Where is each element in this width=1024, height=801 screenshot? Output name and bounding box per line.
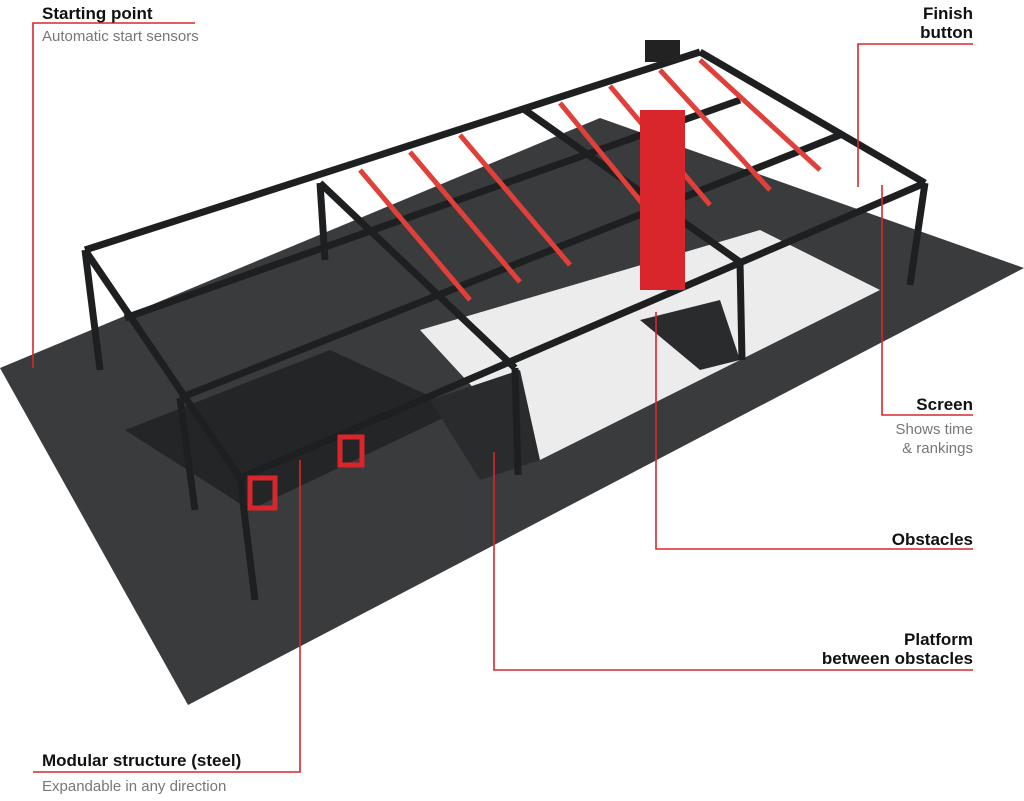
leader-obstacles — [655, 312, 973, 550]
platform-block — [640, 300, 740, 370]
finish-title-line2: button — [920, 23, 973, 42]
mat-white — [420, 230, 880, 460]
screen-subtitle-line1: Shows time — [895, 421, 973, 438]
platform-block — [125, 350, 460, 510]
platform-title: Platform between obstacles — [822, 630, 973, 668]
steel-frame — [81, 48, 929, 601]
leader-modular-structure — [33, 460, 301, 773]
leader-screen — [881, 185, 973, 416]
finish-title-line1: Finish — [922, 4, 973, 23]
screen-subtitle: Shows time & rankings — [895, 420, 973, 458]
starting-point-title: Starting point — [42, 4, 153, 23]
leader-starting-point — [32, 22, 195, 368]
leader-platform — [493, 452, 973, 671]
finish-button-title: Finish button — [920, 4, 973, 42]
starting-point-subtitle: Automatic start sensors — [42, 28, 199, 45]
modular-structure-subtitle: Expandable in any direction — [42, 778, 227, 795]
climbing-wall — [640, 110, 685, 290]
modular-structure-title: Modular structure (steel) — [42, 751, 242, 770]
screen-title: Screen — [916, 395, 973, 414]
leader-finish-button — [857, 43, 973, 187]
screen-subtitle-line2: & rankings — [902, 440, 973, 457]
obstacles-title: Obstacles — [891, 530, 973, 549]
start-sensor-pads — [247, 434, 365, 511]
screen — [645, 40, 680, 62]
platform-title-line1: Platform — [904, 630, 973, 649]
platform-title-line2: between obstacles — [821, 649, 973, 668]
